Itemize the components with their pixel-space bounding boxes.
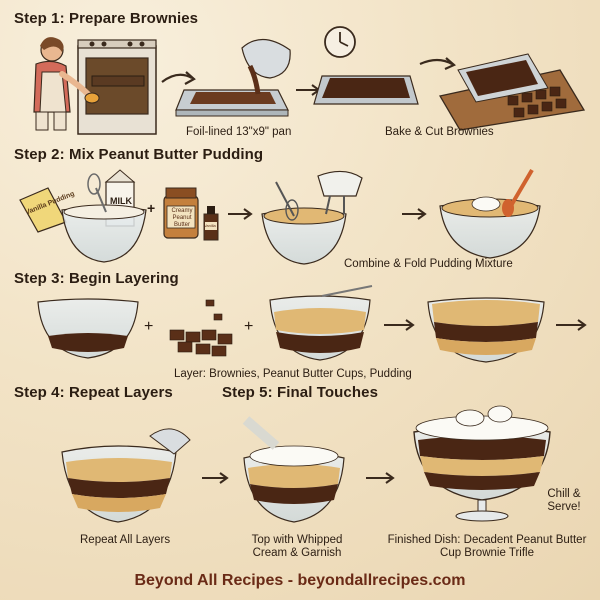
whisking-bowl-icon bbox=[261, 181, 347, 265]
plus-sign: + bbox=[244, 318, 254, 335]
peanut-butter-jar-icon bbox=[163, 187, 199, 239]
chill-serve-note: Chill & Serve! bbox=[547, 488, 581, 513]
top-caption: Top with Whipped Cream & Garnish bbox=[251, 534, 343, 559]
cutting-board-icon bbox=[438, 53, 586, 131]
vanilla-bottle-icon bbox=[203, 206, 219, 241]
repeat-layers-bowl-icon bbox=[61, 428, 191, 523]
baker-woman-icon bbox=[33, 37, 100, 131]
pan-caption: Foil-lined 13"x9" pan bbox=[186, 126, 292, 138]
glass-bowl-brownies-icon bbox=[37, 298, 139, 359]
layer-caption: Layer: Brownies, Peanut Butter Cups, Pud… bbox=[174, 368, 412, 380]
baked-brownie-pan-icon bbox=[313, 75, 419, 105]
mixing-bowl-icon bbox=[61, 173, 147, 263]
plus-sign: + bbox=[147, 200, 156, 216]
filled-trifle-icon bbox=[427, 297, 545, 363]
peanut-butter-cups-icon bbox=[169, 299, 233, 357]
mixing-bowl-pour-icon bbox=[241, 38, 291, 95]
finished-trifle-icon bbox=[413, 405, 551, 522]
folding-bowl-icon bbox=[439, 168, 541, 259]
whipped-topping-bowl-icon bbox=[242, 416, 345, 523]
step-4-title: Step 4: Repeat Layers bbox=[14, 384, 173, 401]
stove-icon bbox=[77, 39, 157, 135]
step-2-title: Step 2: Mix Peanut Butter Pudding bbox=[14, 146, 264, 163]
footer-credit: Beyond All Recipes - beyondallrecipes.co… bbox=[134, 572, 466, 589]
step-1-title: Step 1: Prepare Brownies bbox=[14, 10, 199, 27]
bake-caption: Bake & Cut Brownies bbox=[385, 126, 494, 138]
arrow-icon bbox=[161, 73, 193, 83]
layered-bowl-icon bbox=[269, 285, 373, 361]
step-5-title: Step 5: Final Touches bbox=[222, 384, 379, 401]
arrow-icon bbox=[419, 58, 453, 66]
plus-sign: + bbox=[144, 318, 154, 335]
clock-icon bbox=[324, 26, 356, 58]
milk-label: MILK bbox=[110, 196, 132, 206]
step-3-title: Step 3: Begin Layering bbox=[14, 270, 179, 287]
vanilla-bottle-label: Vanilla bbox=[204, 223, 216, 228]
foil-pan-icon bbox=[175, 89, 289, 117]
combine-caption: Combine & Fold Pudding Mixture bbox=[344, 258, 513, 270]
finished-caption: Finished Dish: Decadent Peanut Butter Cu… bbox=[387, 534, 587, 559]
hand-mixer-icon bbox=[317, 170, 363, 215]
peanut-butter-label: Creamy Peanut Butter bbox=[171, 208, 193, 228]
repeat-caption: Repeat All Layers bbox=[80, 534, 171, 546]
